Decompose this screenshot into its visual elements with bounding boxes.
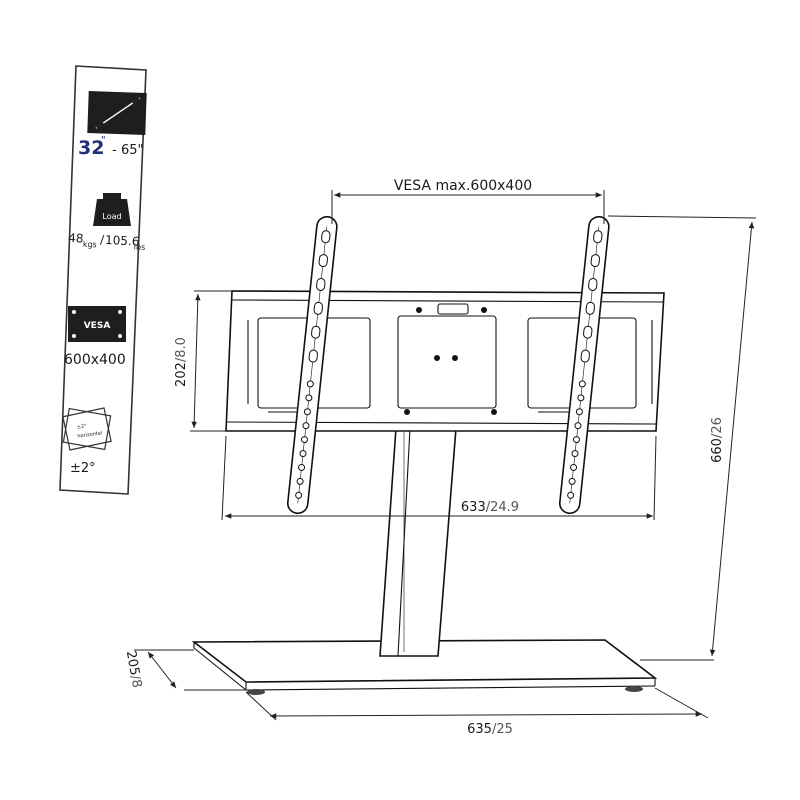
load-lbs-value: 105.6	[105, 233, 140, 249]
plate-slot	[437, 303, 469, 315]
spec-panel: 32 " - 65" Load 48 kgs / 105.6 lbs VESA	[59, 65, 147, 495]
screen-size-max: 65"	[121, 143, 144, 158]
vesa-spec: VESA 600x400	[64, 306, 126, 368]
screen-size-separator: -	[112, 143, 117, 158]
plate-cutout	[397, 315, 497, 409]
tilt-spec: ±2° horizontal ±2°	[62, 407, 112, 476]
total-height-mm: 660	[710, 438, 725, 463]
right-mount-arm	[558, 215, 610, 515]
vesa-hole-icon	[72, 334, 76, 338]
tilt-value: ±2°	[70, 461, 96, 476]
base-width-mm: 635	[467, 722, 492, 737]
base-depth-mm: 205	[123, 650, 142, 677]
base-depth-inch: 8	[128, 678, 144, 689]
tilt-frame-icon	[62, 407, 112, 451]
total-height-sep: /	[710, 433, 725, 438]
base-width-sep: /	[492, 722, 497, 737]
vesa-hole-icon	[118, 334, 122, 338]
tv-stand	[191, 215, 665, 695]
tilt-icon-text: ±2°	[77, 423, 88, 430]
dimension-lines	[134, 190, 757, 721]
plate-height-inch: 8.0	[174, 337, 189, 358]
plate-width-inch: 24.9	[490, 500, 519, 515]
load-separator: /	[100, 233, 106, 247]
stand-column	[379, 427, 457, 657]
spec-panel-frame	[59, 65, 147, 495]
screen-size-spec: 32 " - 65"	[78, 91, 147, 159]
load-spec: Load 48 kgs / 105.6 lbs	[68, 193, 146, 252]
screen-size-min: 32	[78, 137, 104, 159]
vesa-hole-icon	[72, 310, 76, 314]
vesa-value: 600x400	[64, 352, 126, 368]
vesa-max-label: VESA max.600x400	[394, 178, 532, 194]
base-width-label: 635/25	[467, 722, 513, 737]
screen-size-min-mark: "	[101, 135, 106, 146]
vesa-icon-label: VESA	[84, 321, 111, 331]
plate-height-sep: /	[174, 357, 189, 362]
base-depth-sep: /	[127, 674, 143, 682]
plate-height-mm: 202	[174, 362, 189, 387]
load-icon-label: Load	[102, 212, 121, 221]
load-kgs-value: 48	[68, 231, 84, 246]
base-width-inch: 25	[496, 722, 513, 737]
diagonal-arrow-icon	[95, 97, 141, 129]
load-kgs-unit: kgs	[83, 240, 97, 250]
left-mount-arm	[286, 215, 338, 515]
base-depth-label: 205/8	[123, 650, 144, 690]
foot-pad	[625, 686, 643, 692]
dimension-labels: VESA max.600x400 660/26 202/8.0 633/24.9…	[123, 178, 725, 737]
vesa-hole-icon	[118, 310, 122, 314]
tilt-icon-text: horizontal	[77, 430, 103, 439]
total-height-label: 660/26	[710, 417, 725, 463]
plate-width-label: 633/24.9	[461, 500, 519, 515]
load-lbs-unit: lbs	[134, 242, 146, 252]
plate-width-mm: 633	[461, 500, 486, 515]
base-plate	[191, 639, 658, 695]
foot-pad	[247, 689, 265, 695]
vesa-icon	[68, 306, 126, 342]
plate-height-label: 202/8.0	[174, 337, 189, 387]
plate-width-sep: /	[486, 500, 491, 515]
total-height-inch: 26	[710, 417, 725, 434]
weight-icon	[93, 193, 131, 226]
tilt-frame-icon	[62, 407, 112, 451]
